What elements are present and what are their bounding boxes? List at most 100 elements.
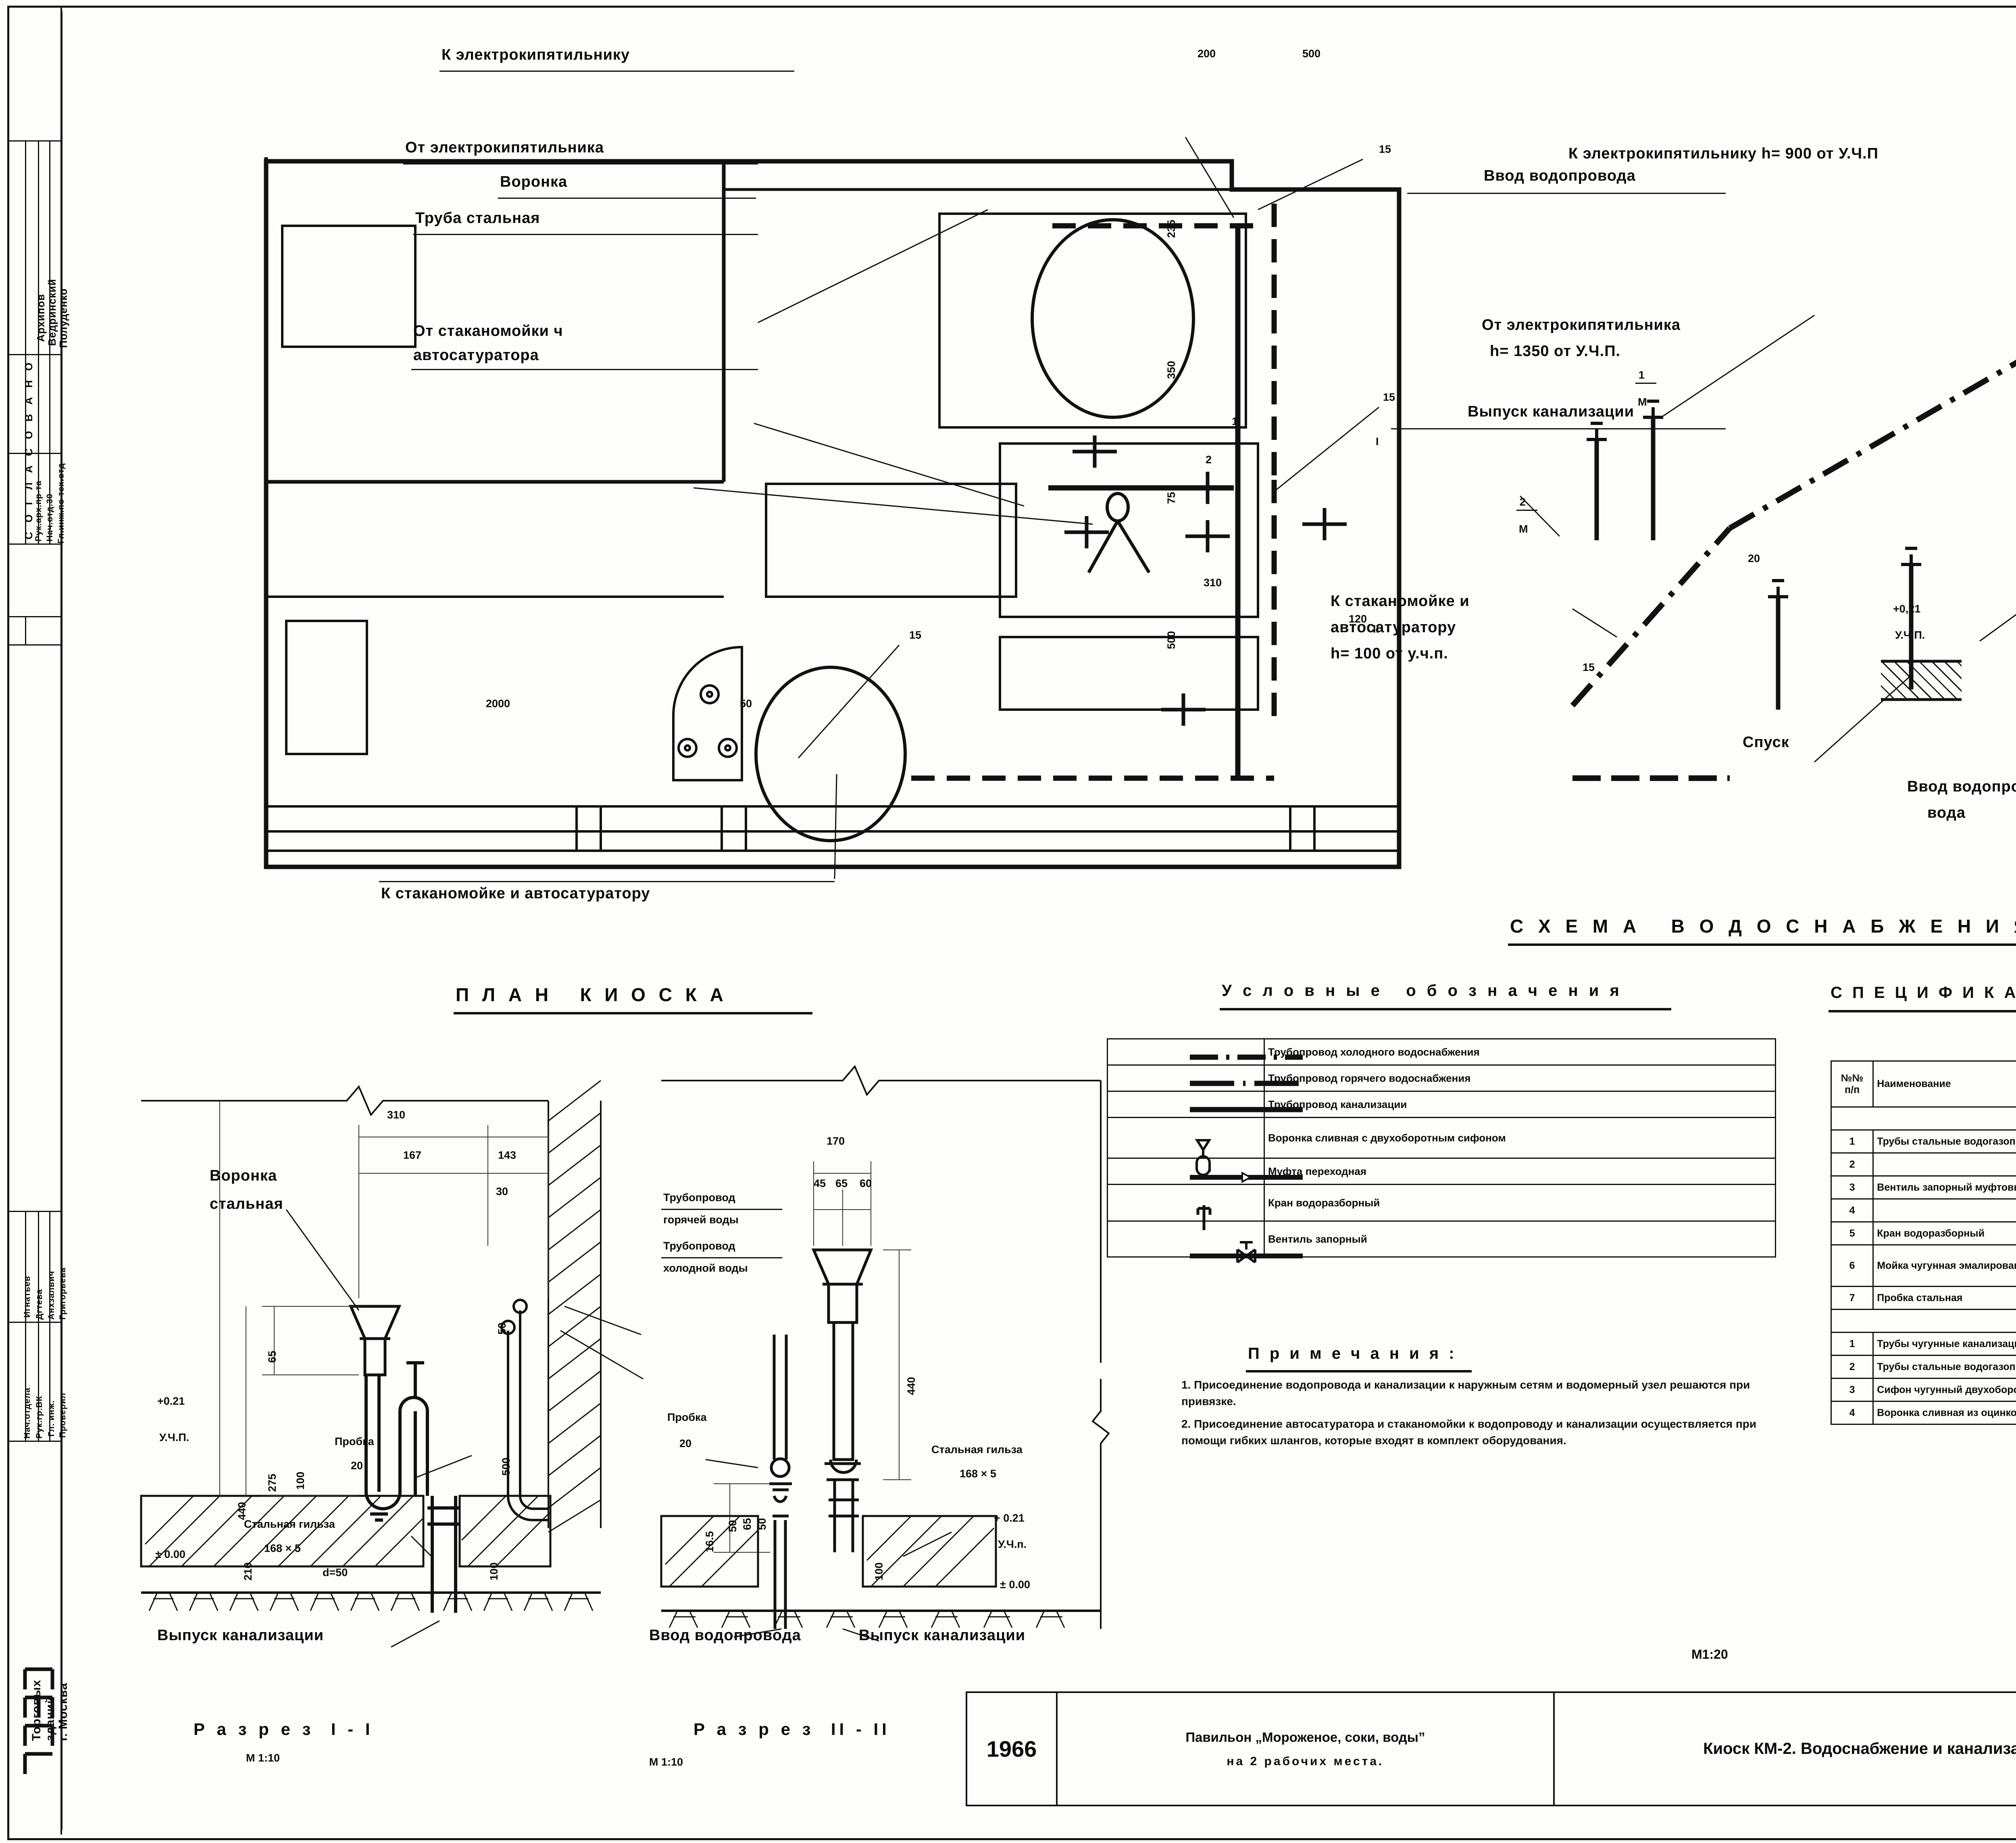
spec-row-name: ——— ” ——— ” ——— bbox=[1872, 1152, 2016, 1177]
legend-label-0: Трубопровод холодного водоснабжения bbox=[1264, 1038, 1776, 1066]
plan-dim-500: 500 bbox=[1302, 48, 1321, 60]
notes-scale: М1:20 bbox=[1691, 1647, 1728, 1662]
spec-row: 3 Сифон чугунный двухоборотный 50 шт. 2 … bbox=[1830, 1378, 2016, 1402]
sec1-label-sleeve-d: d=50 bbox=[323, 1566, 348, 1579]
legend-symbol-sewer bbox=[1107, 1091, 1303, 1118]
sec1-dim-440: 440 bbox=[236, 1501, 248, 1520]
stamp-designer-2: Анхзалвич bbox=[47, 1270, 56, 1320]
plan-label-from-glasswasher-1: От стаканомойки ч bbox=[413, 323, 563, 339]
sec1-dim-310: 310 bbox=[387, 1109, 406, 1121]
stamp-designer-0: Игнатьев bbox=[23, 1276, 32, 1318]
legend-row: Воронка сливная с двухоборотным сифоном bbox=[1107, 1117, 1776, 1176]
spec-row: 5 Кран водоразборный 15 — ” — 2 2 8906-5… bbox=[1830, 1221, 2016, 1245]
spec-row-no: 1 bbox=[1830, 1332, 1874, 1356]
spec-header-name: Наименование bbox=[1872, 1060, 2016, 1108]
spec-row-name: Трубы чугунные канализационные bbox=[1872, 1332, 2016, 1356]
spec-row-no: 5 bbox=[1830, 1221, 1874, 1245]
legend-label-6: Вентиль запорный bbox=[1264, 1220, 1776, 1258]
sec2-level-top: + 0.21 bbox=[994, 1512, 1025, 1524]
sec2-label-water-inlet: Ввод водопровода bbox=[649, 1627, 801, 1644]
plan-label-from-glasswasher-2: автосатуратора bbox=[413, 347, 539, 364]
sec1-label-plug-1: Пробка bbox=[335, 1435, 374, 1447]
legend-row: Трубопровод горячего водоснабжения bbox=[1107, 1064, 1776, 1092]
plan-dim-120: 120 bbox=[1349, 613, 1367, 625]
institute-logo bbox=[19, 1661, 58, 1782]
plan-dim-2000: 2000 bbox=[486, 698, 510, 710]
stamp-role-lower-1: Рук.гр.ВК bbox=[35, 1395, 44, 1439]
sec2-label-sewer-outlet: Выпуск канализации bbox=[859, 1627, 1026, 1644]
legend-label-1: Трубопровод горячего водоснабжения bbox=[1264, 1064, 1776, 1092]
spec-group-sewer-label: К А Н А Л И З А Ц И Я bbox=[1831, 1309, 2016, 1333]
spec-row: 7 Пробка стальная 20 — ” — 1 8963-59 bbox=[1830, 1286, 2016, 1310]
kiosk-outline bbox=[264, 137, 1402, 879]
sec1-level-ref: У.Ч.П. bbox=[159, 1431, 190, 1443]
water-level-ref: У.Ч.П. bbox=[1895, 629, 1925, 641]
sec2-dim-65: 65 bbox=[835, 1177, 848, 1189]
section-1-1-view: Воронка стальная 310 167 143 30 65 275 4… bbox=[133, 1056, 673, 1648]
spec-row-no: 6 bbox=[1830, 1244, 1874, 1287]
notes-title: П р и м е ч а н и я : bbox=[1248, 1345, 1457, 1362]
spec-group-header-sewer: К А Н А Л И З А Ц И Я bbox=[1831, 1309, 2016, 1333]
plan-section-mark-I: I bbox=[1376, 435, 1379, 448]
water-label-to-glasswasher-3: h= 100 от у.ч.п. bbox=[1331, 645, 1448, 662]
water-scheme-title: С Х Е М А В О Д О С Н А Б Ж Е Н И Я bbox=[1510, 916, 2016, 937]
sec1-label-hot-2: горячей воды bbox=[663, 1214, 739, 1226]
water-label-to-glasswasher-2: автосатуратору bbox=[1331, 619, 1456, 636]
legend-table: Трубопровод холодного водоснабжения Труб… bbox=[1107, 1038, 1776, 1264]
section-2-2-scale: М 1:10 bbox=[649, 1756, 683, 1768]
foundation-hatch-water bbox=[1881, 662, 1962, 699]
water-supply-scheme: К электрокипятильнику h= 900 от У.Ч.П От… bbox=[1331, 133, 2016, 919]
water-level-mark: +0,21 bbox=[1893, 603, 1921, 615]
sec2-dim-100: 100 bbox=[873, 1562, 885, 1581]
sec1-dim-100: 100 bbox=[294, 1471, 306, 1490]
legend-row: Трубопровод канализации bbox=[1107, 1091, 1776, 1118]
spec-row: 2 ——— ” ——— ” ——— 15 — ” — 9 2,5 — ” — bbox=[1830, 1152, 2016, 1177]
spec-row-name: Трубы стальные водогазопроводные bbox=[1872, 1355, 2016, 1379]
section-1-1-scale: М 1:10 bbox=[246, 1752, 280, 1764]
spec-title: С П Е Ц И Ф И К А Ц И Я М А Т Е Р И А Л … bbox=[1831, 984, 2016, 1002]
plan-section-mark-II: II bbox=[1373, 623, 1379, 635]
spec-row-name: Сифон чугунный двухоборотный bbox=[1872, 1378, 2016, 1402]
sec2-dim-440: 440 bbox=[905, 1377, 917, 1395]
spec-row-name: Воронка сливная из оцинкованной стали bbox=[1872, 1401, 2016, 1425]
plan-dim-500b: 500 bbox=[1165, 631, 1177, 649]
sec1-label-cold-2: холодной воды bbox=[663, 1262, 748, 1274]
plan-dim-350: 350 bbox=[1165, 360, 1177, 379]
spec-header-no-l1: №№ bbox=[1841, 1072, 1864, 1084]
note-item-1: 2. Присоединение автосатуратора и стакан… bbox=[1181, 1418, 1757, 1447]
water-label-to-boiler: К электрокипятильнику h= 900 от У.Ч.П bbox=[1568, 145, 1879, 162]
title-block-year: 1966 bbox=[965, 1691, 1058, 1806]
section-1-1-title: Р а з р е з I - I bbox=[194, 1720, 374, 1739]
sec2-dim-60: 60 bbox=[860, 1177, 872, 1189]
title-block-object-l2: на 2 рабочих места. bbox=[1227, 1754, 1384, 1768]
sec1-label-hot-1: Трубопровод bbox=[663, 1191, 735, 1204]
sheet-outer-frame bbox=[7, 6, 2016, 1840]
title-block-object-l1: Павильон „Мороженое, соки, воды” bbox=[1185, 1729, 1425, 1745]
sec2-dim-50: 50 bbox=[756, 1518, 768, 1530]
plan-label-funnel: Воронка bbox=[500, 173, 568, 190]
plan-label-steel-pipe: Труба стальная bbox=[415, 210, 540, 227]
sec1-dim-65: 65 bbox=[266, 1350, 278, 1363]
title-block-drawing-name: Киоск КМ-2. Водоснабжение и канализация. bbox=[1553, 1691, 2016, 1806]
section-2-2-view: 170 45 65 60 440 16.5 50 65 50 100 Пробк… bbox=[649, 1056, 1161, 1644]
spec-row-no: 2 bbox=[1830, 1355, 1874, 1379]
legend-label-4: Муфта переходная bbox=[1264, 1158, 1776, 1185]
plan-label-sewer-outlet: Выпуск канализации bbox=[1468, 403, 1635, 420]
sec1-dim-50: 50 bbox=[496, 1322, 508, 1335]
legend-symbol-tap bbox=[1107, 1184, 1265, 1230]
sec1-label-funnel-1: Воронка bbox=[210, 1167, 277, 1184]
spec-row-name: Мойка чугунная эмалированная типа I без … bbox=[1872, 1244, 2016, 1287]
plan-view: К электрокипятильнику От электрокипятиль… bbox=[0, 0, 1452, 927]
legend-row: Муфта переходная bbox=[1107, 1158, 1776, 1185]
water-mark-2: 2 М bbox=[1516, 496, 1537, 535]
legend-row: Кран водоразборный bbox=[1107, 1184, 1776, 1230]
plan-label-from-boiler: От электрокипятильника bbox=[405, 139, 604, 156]
legend-row: Вентиль запорный bbox=[1107, 1220, 1776, 1264]
sec2-label-sleeve-1: Стальная гильза bbox=[931, 1443, 1023, 1456]
sec1-label-sleeve-2: 168 × 5 bbox=[264, 1542, 301, 1554]
sec1-dim-210: 210 bbox=[242, 1562, 254, 1581]
water-label-inlet-1: Ввод водопро- bbox=[1907, 778, 2016, 795]
sec1-dim-167: 167 bbox=[403, 1149, 422, 1161]
left-approval-stamp: С О Г Л А С О В А Н О Архипов Ведринский… bbox=[9, 7, 70, 1835]
section-2-2-title: Р а з р е з II - II bbox=[694, 1720, 890, 1739]
